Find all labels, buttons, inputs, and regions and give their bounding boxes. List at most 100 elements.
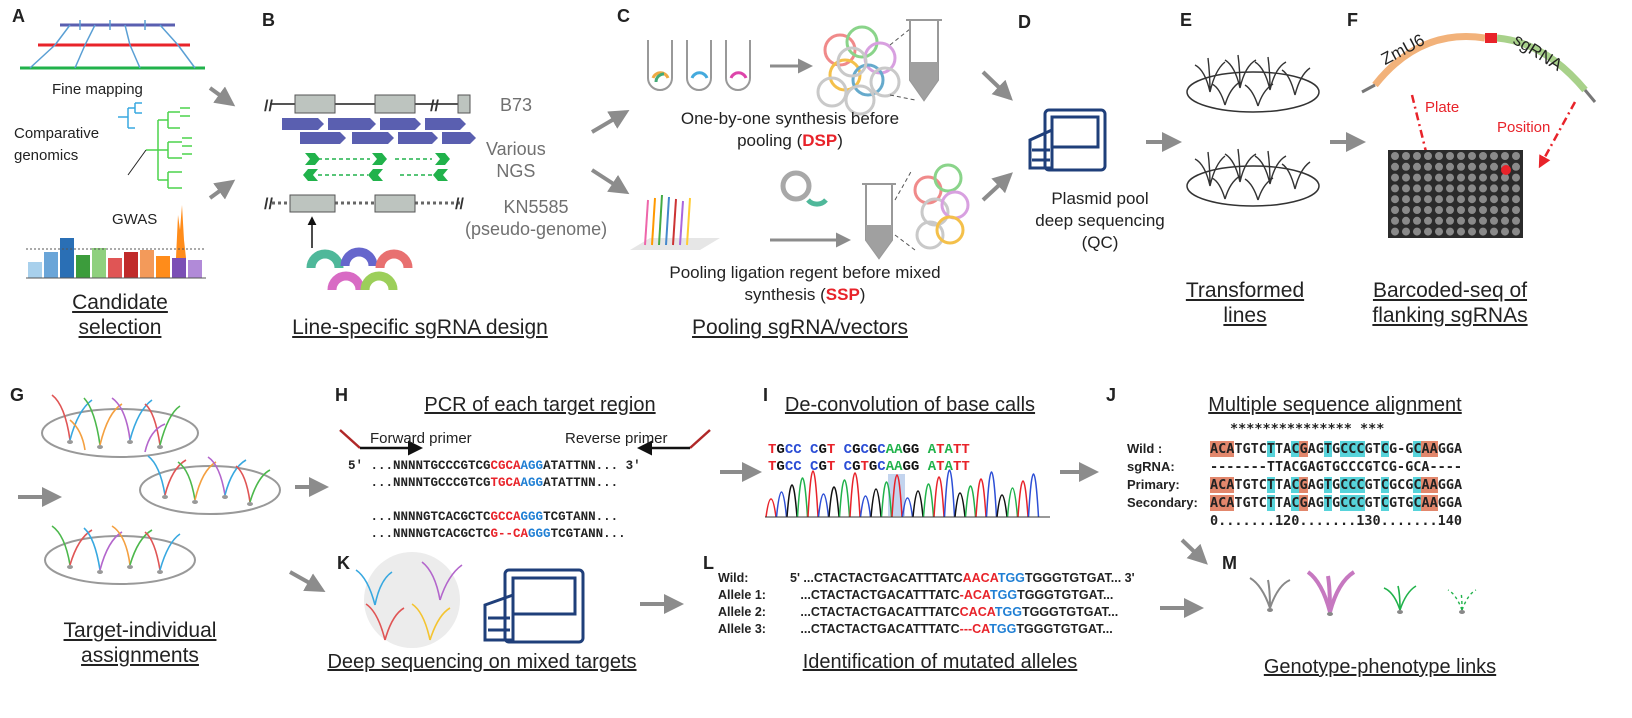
- pcr-seq-3: ...NNNNGTCACGCTCGCCAGGGTCGTANN...: [348, 510, 619, 524]
- ssp-tag: SSP: [825, 285, 860, 304]
- panel-label-b: B: [262, 10, 275, 30]
- various-ngs-label: Various NGS: [486, 139, 546, 181]
- caption-pooling-sgrna: Pooling sgRNA/vectors: [692, 316, 908, 339]
- allele-labels: Wild: Allele 1: Allele 2: Allele 3:: [718, 570, 766, 638]
- pcr-seq-1: 5' ...NNNNTGCCCGTCGCGCAAGGATATTNN... 3': [348, 459, 641, 473]
- sgrna-pairs: [318, 158, 436, 176]
- caption-line-specific-sgrna: Line-specific sgRNA design: [292, 316, 548, 339]
- arrow-a-to-b-bottom: [208, 179, 236, 200]
- ssp-plasmid-pool: [913, 163, 970, 250]
- aln-secondary: ACATGTCTTACGAGTGCCCGTCGTGCAAGGA: [1210, 495, 1463, 511]
- caption-barcoded-seq: Barcoded-seq of flanking sgRNAs: [1372, 279, 1528, 327]
- panel-label-m: M: [1222, 553, 1237, 573]
- allele-label-wild: Wild:: [718, 571, 749, 585]
- caption-pcr: PCR of each target region: [424, 394, 656, 416]
- panel-label-d: D: [1018, 12, 1031, 32]
- svg-text://: //: [264, 98, 273, 115]
- gwas-manhattan-plot: [26, 205, 206, 279]
- allele-seq-2: ...CTACTACTGACATTTATCCACATGGTGGGTGTGAT..…: [790, 605, 1119, 619]
- arrow-j-to-m: [1180, 538, 1208, 565]
- svg-text://: //: [264, 196, 273, 213]
- aln-sgrna: -------TTACGAGTGCCCGTCG-GCA----: [1210, 459, 1462, 475]
- fine-mapping-graphic: [20, 20, 205, 70]
- alignment-label-secondary: Secondary:: [1127, 495, 1198, 510]
- phenotype-plants: [1249, 570, 1477, 616]
- panel-label-k: K: [337, 553, 350, 573]
- ssp-text-3: ): [859, 285, 866, 304]
- dsp-text-1: One-by-one synthesis before: [680, 109, 900, 128]
- aln-primary: ACATGTCTTACGAGTGCCCGTCGCGCAAGGA: [1210, 477, 1463, 493]
- dsp-description: One-by-one synthesis before pooling (DSP…: [640, 108, 940, 152]
- arrow-b-to-c-top: [590, 109, 630, 134]
- dsp-plasmid-pool: [816, 25, 901, 116]
- phylogenetic-tree-graphic: [118, 102, 192, 189]
- alignment-label-wild: Wild :: [1127, 441, 1163, 456]
- kn5585-gene-model: // //: [264, 194, 464, 248]
- pcr-sequences: 5' ...NNNNTGCCCGTCGCGCAAGGATATTNN... 3' …: [348, 458, 641, 543]
- panel-label-j: J: [1106, 385, 1117, 405]
- caption-candidate-selection: Candidate selection: [72, 291, 168, 339]
- plate-label: Plate: [1425, 99, 1460, 116]
- ssp-description: Pooling ligation regent before mixed syn…: [620, 262, 990, 306]
- cas9-arcs: [306, 247, 413, 291]
- arrow-g-to-k: [289, 570, 326, 592]
- caption-deconvolution: De-convolution of base calls: [784, 394, 1036, 416]
- base-call-row-1: TGCC CGT CGCGCAAGG ATATT: [768, 442, 970, 458]
- caption-genotype-phenotype: Genotype-phenotype links: [1263, 656, 1497, 678]
- ssp-reagent-sticks: [630, 194, 720, 250]
- panel-label-i: I: [763, 385, 769, 405]
- dsp-tube: [889, 19, 942, 102]
- base-call-row-2: TGCC CGT CGTGCAAGG ATATT: [768, 459, 970, 475]
- alignment-rows: ACATGTCTTACGAGTGCCCGTCG-GCAAGGA -------T…: [1210, 440, 1462, 512]
- ngs-reads: [282, 118, 476, 144]
- plasmid-pool-label: Plasmid pool deep sequencing (QC): [1035, 189, 1165, 252]
- dsp-text-3: ): [837, 131, 843, 150]
- pcr-seq-2: ...NNNNTGCCCGTCGTGCAAGGATATTNN...: [348, 476, 619, 490]
- sgrna-arrows: [303, 153, 450, 181]
- comparative-genomics-label: Comparative genomics: [14, 125, 100, 164]
- panel-label-e: E: [1180, 10, 1193, 30]
- ssp-text-2: synthesis (: [744, 285, 826, 304]
- sequencer-icon-2: [483, 568, 585, 644]
- arrow-c-to-d-top: [981, 70, 1013, 101]
- caption-transformed-lines: Transformed lines: [1185, 279, 1305, 327]
- barcoded-vector-graphic: [1361, 33, 1597, 171]
- panel-label-g: G: [10, 385, 25, 405]
- allele-sequences: 5' ...CTACTACTGACATTTATCAACATGGTGGGTGTGA…: [790, 570, 1135, 638]
- base-calls: TGCC CGT CGCGCAAGG ATATT TGCC CGT CGTGCA…: [768, 442, 970, 476]
- gwas-label: GWAS: [112, 211, 158, 228]
- caption-mutated-alleles: Identification of mutated alleles: [802, 651, 1078, 673]
- fine-mapping-label: Fine mapping: [52, 81, 143, 98]
- kn5585-label: KN5585 (pseudo-genome): [465, 197, 608, 239]
- allele-label-3: Allele 3:: [718, 622, 766, 636]
- caption-target-individual: Target-individual assignments: [63, 619, 217, 667]
- panel-label-a: A: [12, 6, 25, 26]
- dsp-wells: [647, 40, 751, 91]
- alignment-label-sgrna: sgRNA:: [1127, 459, 1175, 474]
- alignment-labels: Wild : sgRNA: Primary: Secondary:: [1127, 440, 1198, 512]
- chromatogram: [765, 469, 1050, 518]
- panel-label-f: F: [1347, 10, 1358, 30]
- sequencer-icon: [1028, 108, 1107, 172]
- 96-well-plate: [1388, 150, 1523, 238]
- allele-label-2: Allele 2:: [718, 605, 766, 619]
- dsp-text-2: pooling (: [737, 131, 803, 150]
- arrow-c-to-d-bottom: [981, 172, 1013, 202]
- caption-msa: Multiple sequence alignment: [1208, 394, 1462, 416]
- ssp-text-1: Pooling ligation regent before mixed: [669, 263, 941, 282]
- b73-gene-model: // //: [264, 94, 471, 115]
- allele-seq-1: ...CTACTACTGACATTTATC-ACATGGTGGGTGTGAT..…: [790, 588, 1114, 602]
- panel-label-l: L: [703, 553, 714, 573]
- forward-primer-label: Forward primer: [370, 430, 472, 447]
- alignment-ruler: 0.......120.......130.......140: [1210, 513, 1462, 529]
- primer-lines: [339, 429, 711, 456]
- position-label: Position: [1497, 119, 1551, 136]
- alignment-stars: *************** ***: [1230, 421, 1385, 437]
- b73-label: B73: [500, 95, 533, 115]
- caption-deep-sequencing: Deep sequencing on mixed targets: [327, 651, 637, 673]
- target-individual-graphic: [41, 394, 281, 585]
- allele-seq-3: ...CTACTACTGACATTTATC---CATGGTGGGTGTGAT.…: [790, 622, 1113, 636]
- mixed-targets-graphic: [355, 552, 585, 648]
